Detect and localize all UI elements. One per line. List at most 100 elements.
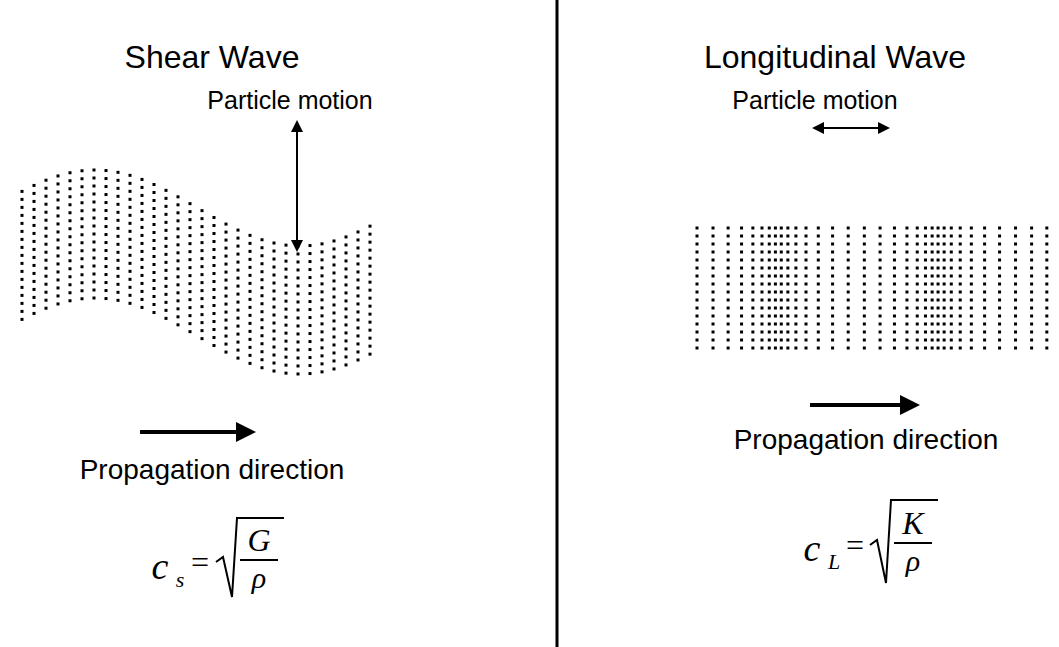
particle-dot: [905, 235, 908, 238]
particle-dot: [943, 299, 946, 302]
particle-dot: [817, 299, 820, 302]
particle-dot: [847, 347, 850, 350]
particle-dot: [1030, 315, 1033, 318]
particle-dot: [998, 283, 1001, 286]
particle-dot: [740, 259, 743, 262]
particle-dot: [780, 267, 783, 270]
particle-dot: [81, 193, 84, 196]
particle-dot: [950, 307, 953, 310]
longitudinal-wave-particles: [696, 227, 1049, 350]
particle-dot: [916, 291, 919, 294]
particle-dot: [165, 221, 168, 224]
particle-dot: [817, 227, 820, 230]
particle-dot: [712, 291, 715, 294]
particle-dot: [309, 340, 312, 343]
particle-dot: [57, 206, 60, 209]
particle-dot: [916, 259, 919, 262]
particle-dot: [117, 227, 120, 230]
particle-dot: [1045, 347, 1048, 350]
particle-dot: [727, 283, 730, 286]
particle-dot: [696, 331, 699, 334]
particle-dot: [213, 344, 216, 347]
particle-dot: [696, 259, 699, 262]
particle-dot: [297, 340, 300, 343]
particle-dot: [165, 301, 168, 304]
particle-dot: [33, 224, 36, 227]
particle-dot: [931, 347, 934, 350]
particle-dot: [285, 276, 288, 279]
particle-dot: [786, 347, 789, 350]
particle-dot: [33, 200, 36, 203]
particle-dot: [924, 299, 927, 302]
particle-dot: [768, 259, 771, 262]
arrow-head: [900, 395, 920, 415]
particle-dot: [165, 205, 168, 208]
particle-dot: [916, 347, 919, 350]
particle-dot: [831, 275, 834, 278]
particle-dot: [893, 347, 896, 350]
particle-dot: [345, 347, 348, 350]
particle-dot: [309, 324, 312, 327]
particle-dot: [213, 248, 216, 251]
particle-dot: [863, 299, 866, 302]
particle-dot: [33, 272, 36, 275]
particle-dot: [831, 315, 834, 318]
particle-dot: [950, 299, 953, 302]
particle-dot: [831, 331, 834, 334]
particle-dot: [117, 291, 120, 294]
particle-dot: [805, 307, 808, 310]
particle-dot: [1030, 251, 1033, 254]
particle-dot: [1014, 283, 1017, 286]
particle-dot: [165, 317, 168, 320]
particle-dot: [879, 267, 882, 270]
particle-dot: [774, 235, 777, 238]
particle-dot: [225, 343, 228, 346]
shear-wave-particles: [21, 169, 372, 376]
particle-dot: [740, 331, 743, 334]
particle-dot: [105, 241, 108, 244]
particle-dot: [768, 307, 771, 310]
particle-dot: [237, 229, 240, 232]
particle-dot: [345, 291, 348, 294]
particle-dot: [249, 354, 252, 357]
particle-dot: [817, 251, 820, 254]
particle-dot: [924, 347, 927, 350]
particle-dot: [950, 347, 953, 350]
particle-dot: [57, 254, 60, 257]
particle-dot: [177, 291, 180, 294]
particle-dot: [117, 219, 120, 222]
particle-dot: [333, 327, 336, 330]
particle-dot: [943, 267, 946, 270]
particle-dot: [69, 267, 72, 270]
particle-dot: [213, 336, 216, 339]
particle-dot: [225, 255, 228, 258]
particle-dot: [261, 318, 264, 321]
particle-dot: [905, 331, 908, 334]
particle-dot: [93, 297, 96, 300]
particle-dot: [141, 290, 144, 293]
particle-dot: [863, 275, 866, 278]
particle-dot: [893, 243, 896, 246]
particle-dot: [751, 323, 754, 326]
particle-dot: [863, 331, 866, 334]
particle-dot: [893, 275, 896, 278]
particle-dot: [369, 257, 372, 260]
particle-dot: [780, 315, 783, 318]
particle-dot: [129, 198, 132, 201]
particle-dot: [805, 275, 808, 278]
particle-dot: [937, 235, 940, 238]
particle-dot: [21, 214, 24, 217]
particle-dot: [794, 283, 797, 286]
particle-dot: [249, 306, 252, 309]
particle-dot: [931, 251, 934, 254]
particle-dot: [345, 299, 348, 302]
particle-dot: [141, 298, 144, 301]
particle-dot: [369, 297, 372, 300]
particle-dot: [817, 259, 820, 262]
particle-dot: [727, 227, 730, 230]
particle-dot: [847, 307, 850, 310]
particle-dot: [309, 300, 312, 303]
particle-dot: [905, 339, 908, 342]
particle-dot: [81, 257, 84, 260]
particle-dot: [998, 259, 1001, 262]
